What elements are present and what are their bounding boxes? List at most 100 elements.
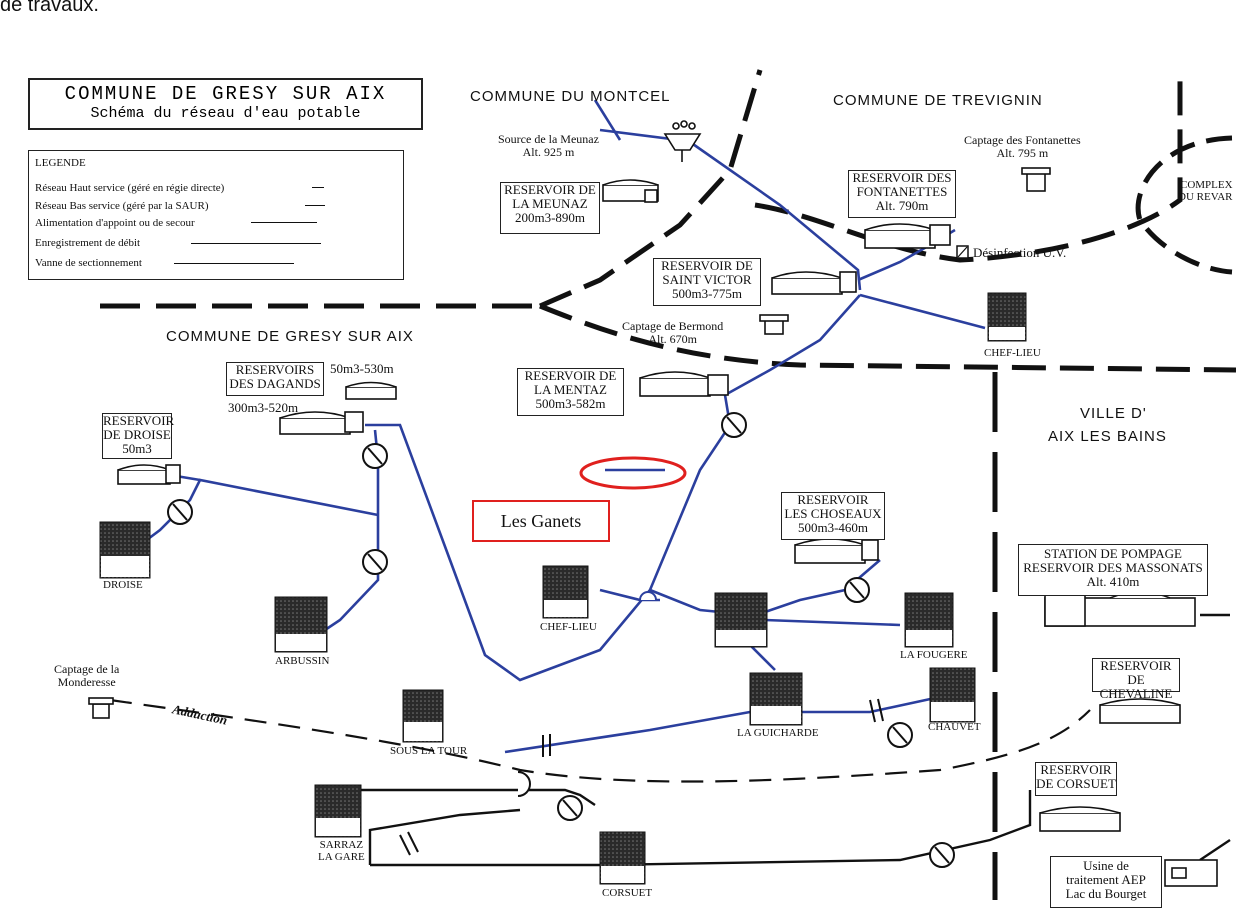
reservoir-tank-icon	[771, 271, 857, 295]
dagands-capacity-2: 300m3-520m	[228, 400, 299, 415]
valve-icon	[542, 734, 551, 757]
legend-heading: LEGENDE	[35, 157, 86, 169]
subtitle: Schéma du réseau d'eau potable	[90, 105, 361, 122]
place-sous-la-tour: SOUS LA TOUR	[390, 745, 468, 757]
header-fragment: de travaux.	[0, 0, 99, 16]
reservoir-meunaz-line2: LA MEUNAZ	[512, 196, 588, 212]
reservoir-tanks	[117, 179, 1218, 887]
place-arbussin: ARBUSSIN	[275, 655, 330, 667]
reservoir-tank-icon	[1039, 806, 1121, 832]
reservoir-choseaux-line1: RESERVOIR	[797, 492, 869, 507]
reservoir-chevaline-line2: DE CHEVALINE	[1099, 672, 1173, 702]
captage-icon	[759, 314, 789, 335]
reservoir-chevaline-line1: RESERVOIR	[1100, 658, 1172, 673]
place-corsuet: CORSUET	[602, 887, 653, 899]
reservoir-tank-icon	[794, 538, 879, 564]
place-chef-lieu: CHEF-LIEU	[540, 621, 597, 633]
captage-bermond-label: Captage de Bermond Alt. 670m	[622, 320, 723, 345]
reservoir-tank-icon	[639, 371, 729, 397]
reservoir-tank-icon	[1164, 859, 1218, 887]
legend-item-vanne: Vanne de sectionnement	[35, 257, 142, 269]
reservoir-meunaz-line1: RESERVOIR DE	[504, 182, 596, 197]
reservoir-tank-icon	[602, 179, 659, 203]
flow-meter-icon	[557, 795, 583, 821]
flow-meter-icon	[167, 499, 193, 525]
reservoir-corsuet: RESERVOIR DE CORSUET	[1035, 762, 1117, 796]
commune-trevignin: COMMUNE DE TREVIGNIN	[833, 92, 1043, 109]
reservoir-corsuet-line2: DE CORSUET	[1036, 776, 1116, 792]
flow-meters	[167, 230, 955, 868]
commune-montcel: COMMUNE DU MONTCEL	[470, 88, 671, 105]
pipe-meunaz-source	[593, 99, 622, 141]
usine-line2: traitement AEP	[1066, 872, 1146, 888]
pipe-saint-victor-chef-lieu	[859, 293, 986, 330]
reservoirs-dagands: RESERVOIRS DES DAGANDS	[226, 362, 324, 396]
reservoir-mentaz-line1: RESERVOIR DE	[524, 368, 617, 383]
reservoir-droise: RESERVOIR DE DROISE 50m3	[102, 413, 175, 459]
title: COMMUNE DE GRESY SUR AIX	[64, 83, 387, 105]
reservoir-tank-icon	[279, 411, 364, 435]
usine-traitement: Usine de traitement AEP Lac du Bourget	[1050, 856, 1162, 908]
annotation-les-ganets: Les Ganets	[472, 500, 610, 542]
source-meunaz-alt: Alt. 925 m	[522, 144, 575, 159]
reservoir-choseaux: RESERVOIR LES CHOSEAUX 500m3-460m	[781, 492, 885, 540]
adduction-line	[109, 698, 1091, 783]
legend: LEGENDE Réseau Haut service (géré en rég…	[28, 150, 404, 280]
place-la-guicharde: LA GUICHARDE	[737, 727, 819, 739]
reservoir-saint-victor: RESERVOIR DE SAINT VICTOR 500m3-775m	[653, 258, 761, 306]
reservoir-saint-victor-line2: SAINT VICTOR	[662, 272, 752, 288]
captage-bermond-alt: Alt. 670m	[648, 331, 697, 346]
boundary-montcel-trevignin	[754, 70, 1183, 263]
reservoir-droise-line1: RESERVOIR	[103, 413, 175, 428]
source-icon	[663, 120, 702, 162]
reservoir-meunaz: RESERVOIR DE LA MEUNAZ 200m3-890m	[500, 182, 600, 234]
usine-line1: Usine de	[1083, 858, 1129, 873]
flow-meter-icon	[887, 722, 913, 748]
commune-boundaries	[100, 69, 1236, 900]
reservoir-tank-icon	[864, 223, 951, 249]
boundary-complex-revard	[1135, 135, 1233, 275]
junction-icon	[517, 771, 531, 797]
captage-icon	[1021, 167, 1051, 192]
reservoir-saint-victor-line1: RESERVOIR DE	[661, 258, 753, 273]
place-sarraz-line1: SARRAZ	[319, 839, 364, 851]
village-ground	[101, 327, 1025, 883]
source-meunaz-name: Source de la Meunaz	[498, 132, 599, 146]
reservoir-chevaline: RESERVOIR DE CHEVALINE	[1092, 658, 1180, 701]
flow-meter-icon	[362, 549, 388, 575]
pipe-hub-choseaux	[764, 559, 881, 614]
reservoir-tank-icon	[1044, 591, 1196, 627]
complex-label-1: COMPLEX	[1180, 179, 1233, 191]
place-sarraz-line2: LA GARE	[318, 850, 365, 863]
legend-item-haut-service: Réseau Haut service (géré en régie direc…	[35, 182, 225, 194]
reservoirs-dagands-line2: DES DAGANDS	[229, 376, 321, 392]
reservoir-tank-icon	[345, 381, 397, 400]
boundary-trevignin-gresy	[539, 303, 1236, 373]
flow-meter-icon	[929, 842, 955, 868]
station-massonats: STATION DE POMPAGE RESERVOIR DES MASSONA…	[1018, 544, 1208, 596]
captages	[88, 120, 1051, 719]
reservoir-fontanettes-line1: RESERVOIR DES	[852, 170, 952, 185]
reservoir-fontanettes-line3: Alt. 790m	[875, 198, 929, 214]
place-chef-lieu-trevignin: CHEF-LIEU	[984, 347, 1041, 359]
captage-icon	[88, 697, 114, 719]
reservoir-corsuet-line1: RESERVOIR	[1040, 762, 1112, 777]
captage-monderesse-name-2: Monderesse	[57, 674, 116, 689]
pipe-dagands-droise	[139, 478, 379, 547]
legend-item-debit: Enregistrement de débit	[35, 237, 141, 249]
ganets-highlight	[579, 456, 687, 490]
desinfection-label: Désinfection U.V.	[973, 245, 1067, 260]
reservoir-tank-icon	[117, 464, 181, 485]
valve-icon	[869, 698, 884, 723]
commune-aix-line1: VILLE D'	[1080, 405, 1147, 422]
commune-gresy: COMMUNE DE GRESY SUR AIX	[166, 328, 414, 345]
place-droise: DROISE	[103, 579, 143, 591]
boundary-montcel-gresy	[539, 69, 763, 309]
commune-aix-line2: AIX LES BAINS	[1048, 428, 1167, 445]
title-box: COMMUNE DE GRESY SUR AIX Schéma du résea…	[28, 78, 423, 130]
reservoirs-dagands-line1: RESERVOIRS	[235, 362, 315, 377]
station-massonats-line2: RESERVOIR DES MASSONATS	[1023, 560, 1203, 576]
captage-fontanettes-label: Captage des Fontanettes Alt. 795 m	[964, 134, 1081, 159]
place-la-fougere: LA FOUGERE	[900, 649, 968, 661]
